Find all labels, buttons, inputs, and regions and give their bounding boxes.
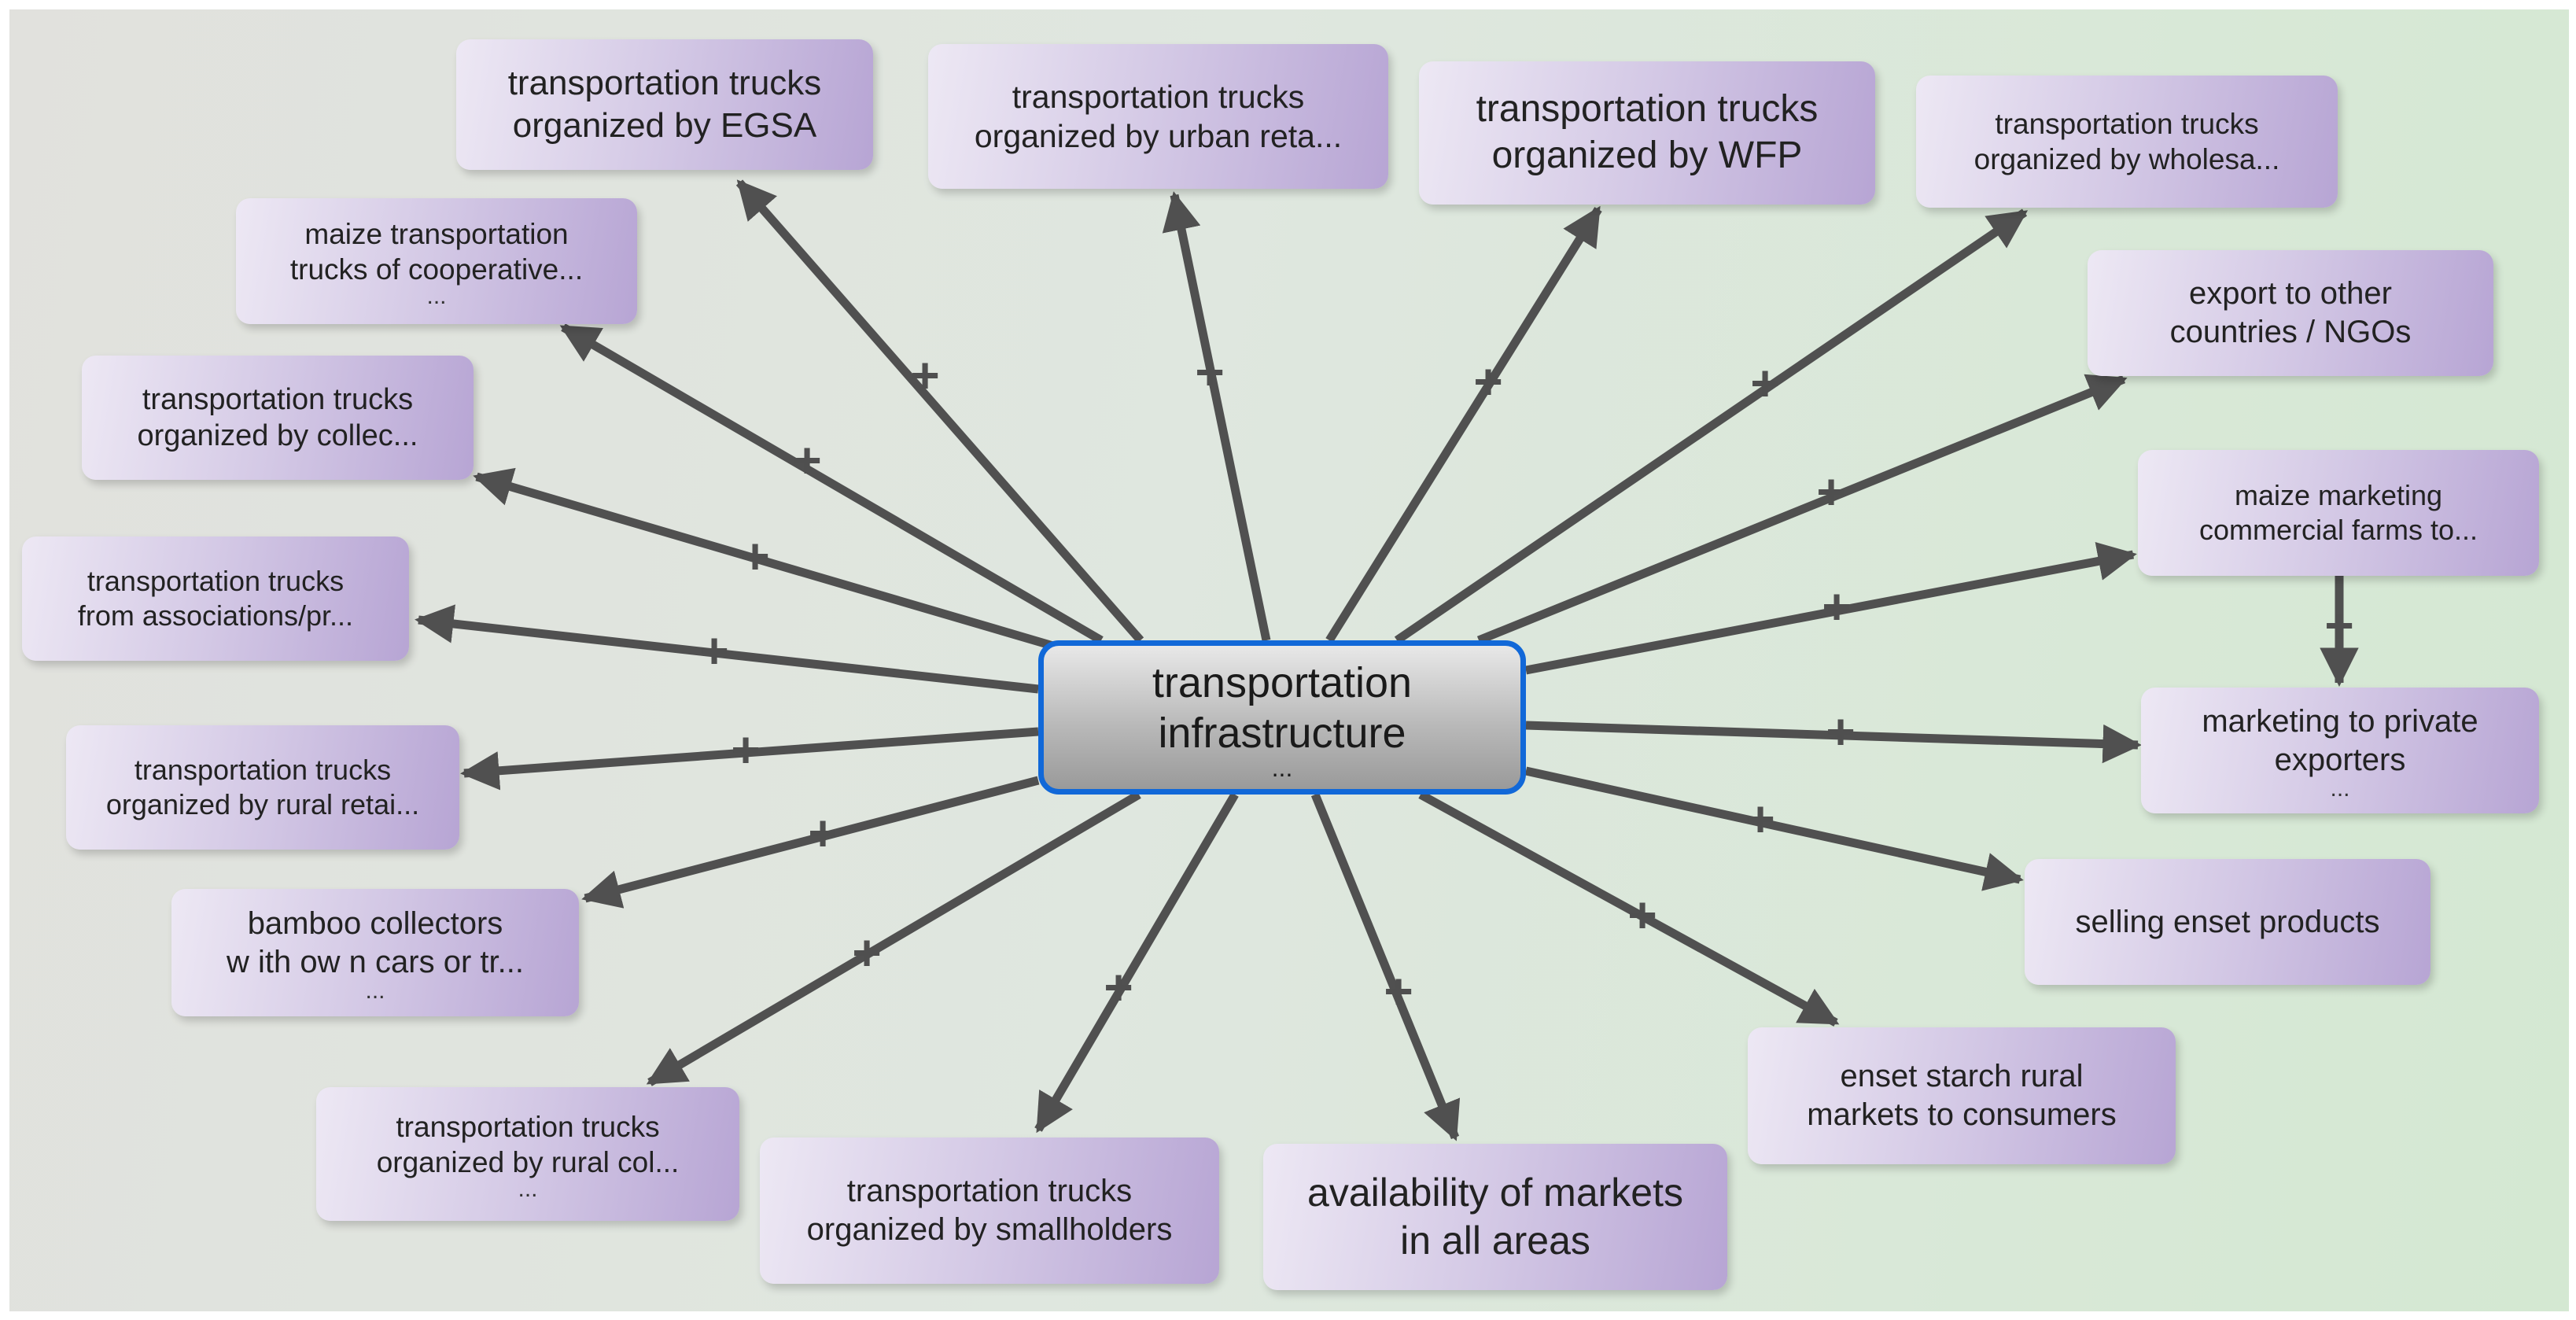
- node-line1: transportation trucks: [87, 565, 345, 598]
- node-export-other-countries[interactable]: export to other countries / NGOs: [2088, 250, 2493, 376]
- edge-plus-sign: +: [1384, 963, 1413, 1019]
- node-maize-trucks-cooperatives[interactable]: maize transportation trucks of cooperati…: [236, 198, 637, 324]
- node-line2: organized by urban reta...: [974, 118, 1343, 154]
- node-line1: export to other: [2189, 276, 2392, 312]
- edge-plus-sign: +: [731, 721, 760, 778]
- node-line1: transportation trucks: [507, 64, 822, 103]
- edge-to-wfp: +: [1325, 205, 1602, 643]
- edge-plus-sign: +: [1822, 578, 1851, 635]
- node-line2: organized by rural retai...: [105, 788, 420, 820]
- node-line2: in all areas: [1400, 1219, 1590, 1263]
- node-availability-of-markets[interactable]: availability of markets in all areas: [1263, 1144, 1727, 1290]
- node-line1: transportation trucks: [846, 1174, 1133, 1209]
- edge-plus-sign: +: [740, 528, 769, 584]
- edge-to-markets: +: [1310, 792, 1461, 1141]
- edge-plus-sign: +: [1195, 344, 1224, 400]
- edge-to-smallholders: +: [1034, 792, 1239, 1134]
- node-more: ...: [518, 1176, 538, 1203]
- edge-plus-sign: +: [1104, 959, 1133, 1016]
- node-line2: trucks of cooperative...: [289, 253, 584, 286]
- edge-plus-sign: +: [1627, 887, 1657, 943]
- node-more: ...: [2330, 775, 2350, 802]
- edge-to-maize-commercial: +: [1524, 542, 2137, 675]
- node-bamboo-collectors[interactable]: bamboo collectors w ith ow n cars or tr.…: [171, 889, 579, 1016]
- edge-plus-sign: +: [2324, 597, 2353, 654]
- node-line1: transportation trucks: [142, 382, 414, 416]
- node-trucks-collectors[interactable]: transportation trucks organized by colle…: [82, 356, 474, 480]
- edge-to-bamboo: +: [581, 776, 1040, 909]
- node-line1: transportation trucks: [396, 1110, 660, 1143]
- edge-to-wholesale: +: [1394, 208, 2029, 644]
- node-selling-enset-products[interactable]: selling enset products: [2025, 859, 2430, 985]
- edge-to-export: +: [1476, 374, 2128, 645]
- node-line2: exporters: [2274, 743, 2406, 777]
- edge-plus-sign: +: [808, 805, 837, 861]
- node-line1: selling enset products: [2075, 904, 2380, 939]
- node-line1: transportation trucks: [134, 754, 392, 787]
- edge-to-starch: +: [1418, 791, 1840, 1027]
- node-line2: organized by WFP: [1491, 135, 1803, 176]
- node-line2: commercial farms to...: [2198, 514, 2478, 546]
- node-line1: transportation trucks: [1012, 78, 1305, 115]
- node-line2: organized by collec...: [137, 419, 418, 452]
- edge-to-urban: +: [1162, 191, 1271, 642]
- node-line1: enset starch rural: [1840, 1059, 2084, 1094]
- edge-plus-sign: +: [1473, 353, 1502, 410]
- edge-plus-sign: +: [1745, 791, 1774, 847]
- center-node-more: ...: [1271, 753, 1293, 782]
- node-trucks-wfp[interactable]: transportation trucks organized by WFP: [1419, 61, 1875, 205]
- edge-to-rural-col: +: [646, 791, 1141, 1086]
- node-trucks-egsa[interactable]: transportation trucks organized by EGSA: [456, 39, 873, 170]
- node-line2: organized by EGSA: [512, 106, 817, 145]
- node-line2: organized by smallholders: [806, 1212, 1173, 1247]
- node-trucks-associations[interactable]: transportation trucks from associations/…: [22, 536, 409, 661]
- node-line1: transportation trucks: [1995, 107, 2259, 140]
- node-line2: w ith ow n cars or tr...: [227, 945, 524, 979]
- edge-to-coop: +: [559, 323, 1104, 644]
- node-line1: maize marketing: [2234, 479, 2443, 512]
- edge-plus-sign: +: [699, 622, 728, 679]
- node-trucks-rural-retailers[interactable]: transportation trucks organized by rural…: [66, 725, 459, 850]
- edge-to-private: +: [1525, 703, 2142, 764]
- node-trucks-wholesalers[interactable]: transportation trucks organized by whole…: [1916, 76, 2338, 208]
- edge-plus-sign: +: [792, 432, 821, 489]
- node-line2: organized by wholesa...: [1973, 143, 2280, 175]
- node-line1: availability of markets: [1307, 1171, 1683, 1215]
- edge-plus-sign: +: [1816, 463, 1845, 520]
- node-more: ...: [426, 283, 447, 310]
- edge-plus-sign: +: [852, 924, 881, 981]
- edge-plus-sign: +: [1750, 355, 1779, 411]
- node-line1: bamboo collectors: [247, 906, 503, 942]
- node-line1: maize transportation: [304, 217, 569, 250]
- node-line1: transportation trucks: [1476, 88, 1819, 131]
- edge-to-assoc: +: [415, 604, 1039, 694]
- edge-to-egsa: +: [735, 179, 1144, 643]
- node-line2: countries / NGOs: [2169, 315, 2412, 349]
- center-node-line1: transportation: [1152, 659, 1413, 707]
- edge-plus-sign: +: [910, 347, 939, 404]
- node-trucks-urban-retailers[interactable]: transportation trucks organized by urban…: [928, 44, 1388, 189]
- node-maize-marketing-commercial[interactable]: maize marketing commercial farms to...: [2138, 450, 2539, 576]
- edge-to-collec: +: [473, 467, 1057, 651]
- node-line2: organized by rural col...: [376, 1146, 680, 1178]
- node-marketing-private-exporters[interactable]: marketing to private exporters ...: [2141, 688, 2539, 813]
- edge-plus-sign: +: [1826, 703, 1855, 760]
- node-more: ...: [365, 977, 385, 1004]
- edge-to-enset: +: [1524, 766, 2024, 891]
- node-trucks-smallholders[interactable]: transportation trucks organized by small…: [760, 1137, 1219, 1284]
- edge-to-rural-retail: +: [460, 721, 1039, 791]
- node-line2: from associations/pr...: [77, 599, 354, 632]
- node-trucks-rural-collectors[interactable]: transportation trucks organized by rural…: [316, 1087, 739, 1221]
- node-line1: marketing to private: [2202, 704, 2478, 739]
- node-enset-starch-markets[interactable]: enset starch rural markets to consumers: [1748, 1027, 2176, 1164]
- edge-maize-commercial-to-private: +: [2320, 576, 2359, 687]
- node-line2: markets to consumers: [1807, 1097, 2117, 1132]
- center-node-line2: infrastructure: [1158, 709, 1406, 757]
- center-node-transportation-infrastructure[interactable]: transportation infrastructure ...: [1038, 640, 1526, 795]
